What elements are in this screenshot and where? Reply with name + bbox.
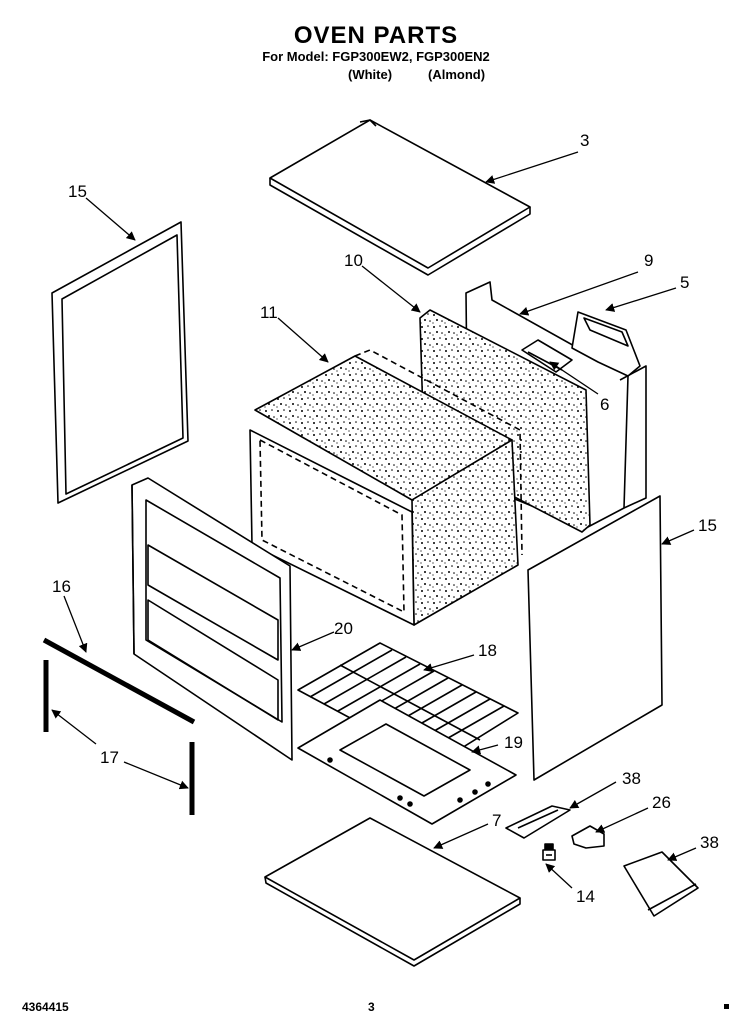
callout-11: 11 [260,303,278,322]
corner-mark [724,1004,729,1009]
part-trim-strip [42,637,196,725]
variant-almond: (Almond) [428,67,486,82]
part-side-panel-right [527,495,663,781]
callout-16: 16 [52,577,71,596]
callout-7: 7 [492,811,501,830]
callout-15-left: 15 [68,182,87,201]
callout-26: 26 [652,793,671,812]
part-oven-front-frame [131,477,293,761]
part-insulation-wrap [249,349,523,626]
callout-6: 6 [600,395,609,414]
part-side-panel-left [51,221,189,504]
callout-19: 19 [504,733,523,752]
part-vent-duct [571,311,641,377]
callout-5: 5 [680,273,689,292]
callout-18: 18 [478,641,497,660]
callout-labels: 3 15 10 9 5 11 6 15 16 20 18 17 19 38 26… [52,131,719,906]
callout-9: 9 [644,251,653,270]
callout-20: 20 [334,619,353,638]
model-line: For Model: FGP300EW2, FGP300EN2 [262,49,490,64]
callout-14: 14 [576,887,595,906]
variant-white: (White) [348,67,393,82]
part-clip [571,825,605,849]
callout-17: 17 [100,748,119,767]
page-title: OVEN PARTS [293,22,459,49]
part-bracket-lower [623,851,699,917]
callout-15-right: 15 [698,516,717,535]
page-number: 3 [368,1000,375,1014]
callout-3: 3 [580,131,589,150]
part-broiler-pan [297,699,517,825]
part-top-panel [269,119,531,276]
part-screw [542,843,556,861]
callout-38-top: 38 [622,769,641,788]
doc-number: 4364415 [22,1000,69,1014]
part-bottom-panel [264,817,521,967]
callout-38-bottom: 38 [700,833,719,852]
part-side-trims [43,660,195,815]
part-bracket-upper [505,805,571,839]
callout-10: 10 [344,251,363,270]
